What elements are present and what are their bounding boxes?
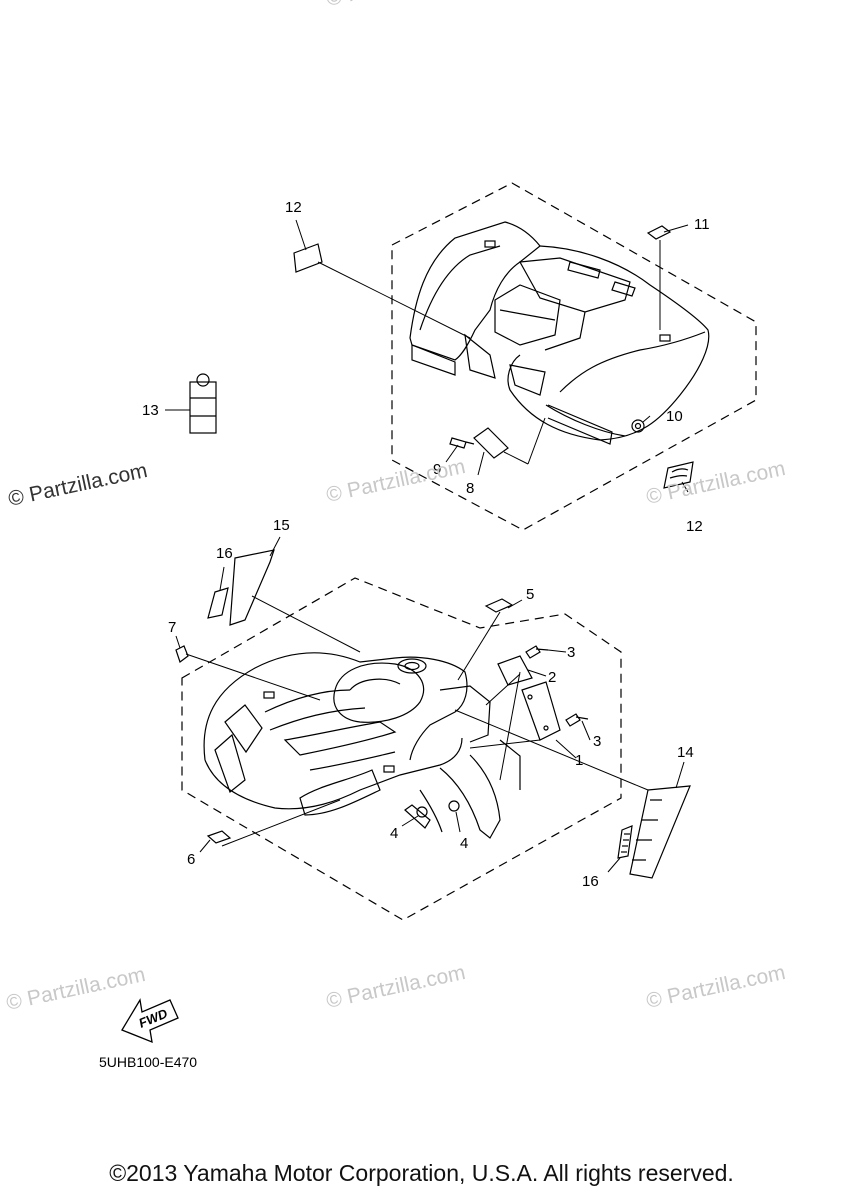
- callout-16-top: 16: [216, 545, 233, 562]
- callout-1: 1: [575, 752, 583, 769]
- front-fender-assembly: [181, 577, 622, 921]
- watermark-bottom-left: © Partzilla.com: [4, 963, 147, 1015]
- callout-14: 14: [677, 744, 694, 761]
- part-9-bolt: [449, 437, 475, 449]
- callout-6: 6: [187, 851, 195, 868]
- callout-12-top: 12: [285, 199, 302, 216]
- callout-10: 10: [666, 408, 683, 425]
- front-small-parts: [175, 549, 691, 879]
- part-15-strip: [229, 549, 275, 626]
- part-4-grommet-right: [448, 800, 460, 812]
- callout-16-bottom: 16: [582, 873, 599, 890]
- copyright-notice: ©2013 Yamaha Motor Corporation, U.S.A. A…: [109, 1160, 734, 1186]
- callout-8: 8: [466, 480, 474, 497]
- part-16-decal-bottom: [617, 825, 633, 859]
- part-3-bolt-bottom: [565, 713, 589, 727]
- callout-3-bottom: 3: [593, 733, 601, 750]
- callout-2: 2: [548, 669, 556, 686]
- part-3-bolt-top: [525, 645, 549, 659]
- diagram-reference-code: 5UHB100-E470: [99, 1054, 197, 1070]
- fwd-arrow: FWD: [121, 998, 179, 1044]
- part-12-emblem-right: [663, 461, 694, 489]
- callout-15: 15: [273, 517, 290, 534]
- watermark-left: © Partzilla.com: [6, 459, 149, 511]
- callout-7: 7: [168, 619, 176, 636]
- rear-fender-boundary: [391, 182, 757, 531]
- callout-4-left: 4: [390, 825, 398, 842]
- part-6-decal: [206, 830, 232, 844]
- callout-9: 9: [433, 461, 441, 478]
- part-8-plate: [473, 427, 509, 459]
- part-13-tag: [189, 381, 217, 434]
- callout-12-right: 12: [686, 518, 703, 535]
- part-5-decal: [484, 598, 514, 613]
- callout-13: 13: [142, 402, 159, 419]
- fwd-arrow-icon: [121, 998, 179, 1044]
- watermark-bottom-center: © Partzilla.com: [324, 961, 467, 1013]
- part-7-cap: [175, 645, 189, 663]
- watermark-right: © Partzilla.com: [644, 457, 787, 509]
- rear-fender-assembly: [391, 182, 757, 531]
- part-1-panel: [521, 681, 561, 741]
- part-2-bracket: [497, 655, 533, 686]
- watermark-bottom-right: © Partzilla.com: [644, 961, 787, 1013]
- part-12-decal-left: [293, 243, 323, 273]
- callout-3-top: 3: [567, 644, 575, 661]
- callout-4-right: 4: [460, 835, 468, 852]
- part-11-decal: [646, 225, 672, 240]
- watermark-top-strip: © Partzilla.com: [324, 0, 467, 11]
- callout-11: 11: [694, 216, 710, 233]
- part-10-grommet: [631, 419, 645, 433]
- watermarks: © Partzilla.com © Partzilla.com © Partzi…: [4, 0, 787, 1015]
- leader-lines: [165, 219, 689, 873]
- rear-small-parts: [189, 225, 694, 489]
- part-4-grommet-left: [416, 806, 428, 818]
- part-16-decal-top: [207, 587, 229, 619]
- callout-5: 5: [526, 586, 534, 603]
- watermark-center: © Partzilla.com: [324, 455, 467, 507]
- callout-labels: 1 2 3 3 4 4 5 6 7 8 9 10 11 12 12 13 14 …: [142, 199, 710, 890]
